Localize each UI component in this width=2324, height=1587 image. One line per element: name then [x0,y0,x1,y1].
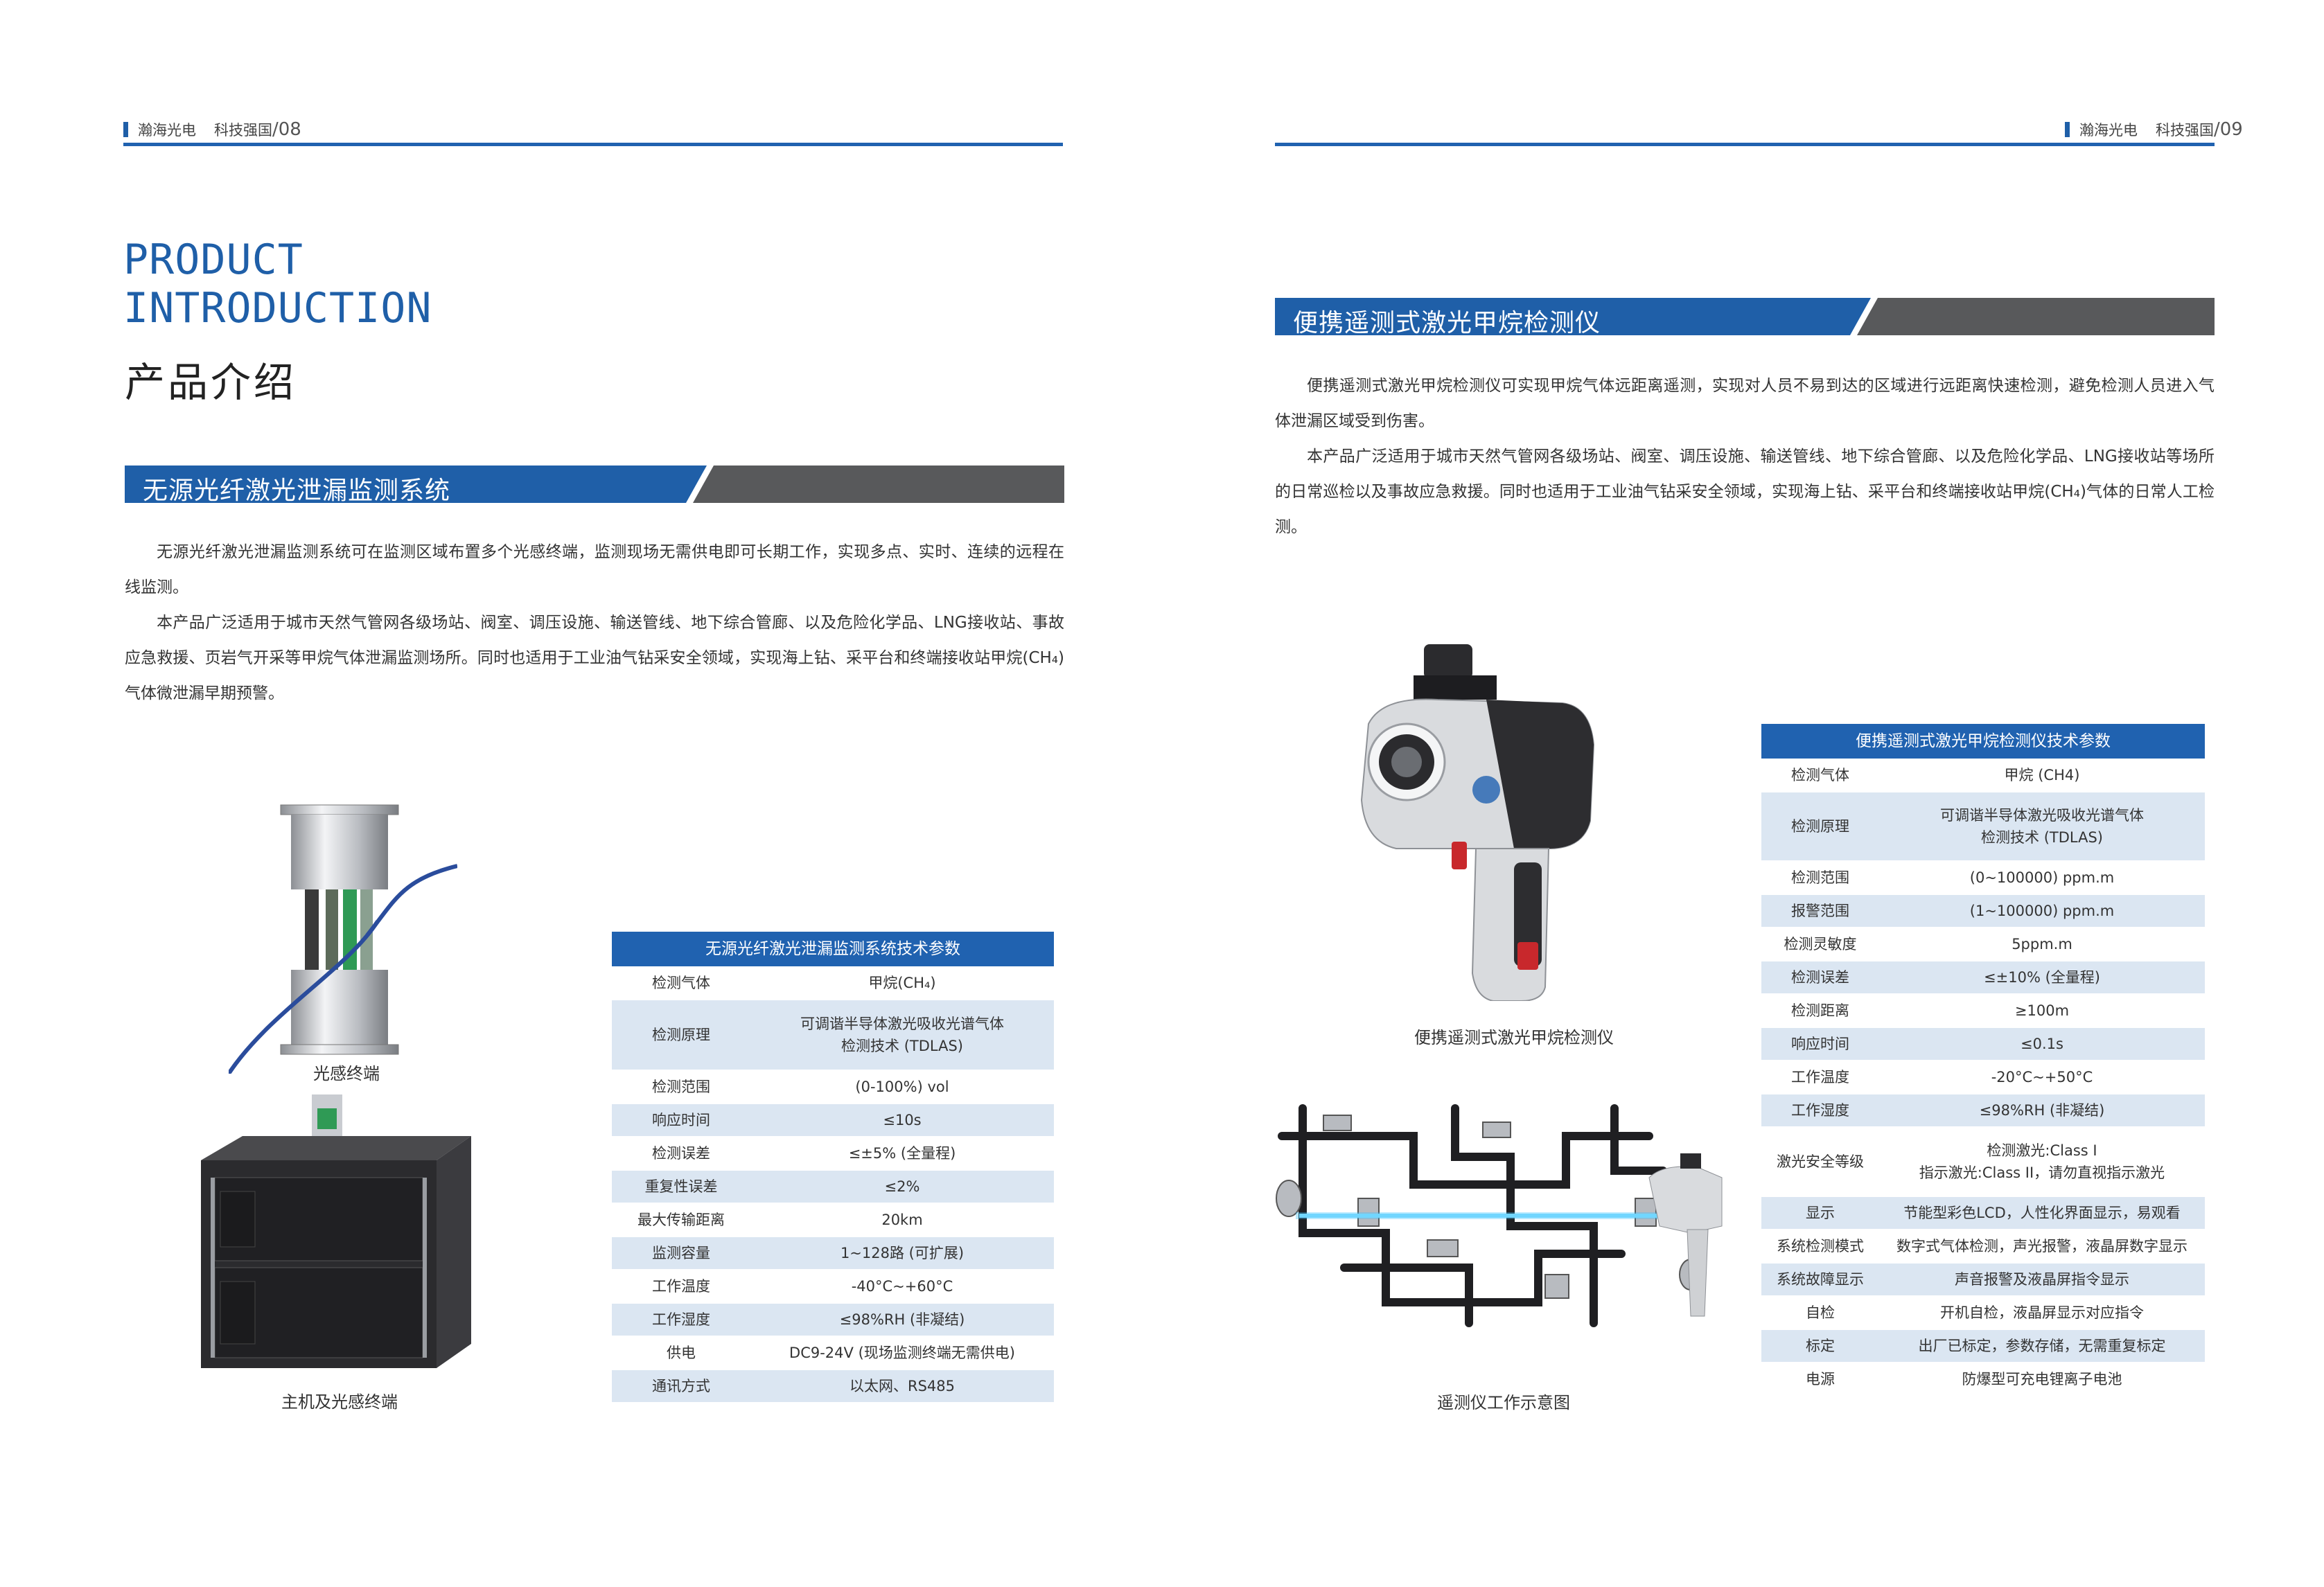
table-row: 报警范围(1~100000) ppm.m [1761,894,2205,928]
table-row: 检测气体甲烷 (CH4) [1761,759,2205,792]
table-row: 系统故障显示声音报警及液晶屏指令显示 [1761,1263,2205,1297]
header-brand: 瀚海光电 [138,122,196,139]
table-row: 重复性误差≤2% [612,1170,1054,1204]
section-title: 便携遥测式激光甲烷检测仪 [1293,309,1601,337]
right-running-header: 瀚海光电 科技强国 / 09 [2065,119,2243,140]
header-brand: 瀚海光电 [2079,122,2138,139]
table-row: 检测误差≤±10% (全量程) [1761,961,2205,995]
right-spec-table: 便携遥测式激光甲烷检测仪技术参数 检测气体甲烷 (CH4) 检测原理可调谐半导体… [1761,724,2205,1397]
table-row: 检测范围(0~100000) ppm.m [1761,861,2205,895]
section-banner: 便携遥测式激光甲烷检测仪 [1275,298,2215,337]
table-row: 激光安全等级检测激光:Class I 指示激光:Class II，请勿直视指示激… [1761,1127,2205,1197]
table-row: 标定出厂已标定，参数存储，无需重复标定 [1761,1329,2205,1363]
page-number: 09 [2219,119,2243,140]
table-row: 工作湿度≤98%RH (非凝结) [1761,1094,2205,1128]
header-slogan: 科技强国 [214,122,272,139]
table-row: 自检开机自检，液晶屏显示对应指令 [1761,1296,2205,1330]
section-title: 无源光纤激光泄漏监测系统 [143,477,451,505]
table-row: 通讯方式以太网、RS485 [612,1369,1054,1403]
header-slogan: 科技强国 [2156,122,2214,139]
table-title: 无源光纤激光泄漏监测系统技术参数 [612,932,1054,966]
sensor-terminal-illustration [229,804,457,1074]
table-row: 检测原理可调谐半导体激光吸收光谱气体 检测技术 (TDLAS) [1761,792,2205,862]
paragraph: 便携遥测式激光甲烷检测仪可实现甲烷气体远距离遥测，实现对人员不易到达的区域进行远… [1275,377,2215,430]
table-row: 响应时间≤10s [612,1103,1054,1137]
methane-detector-illustration [1360,644,1595,1001]
section-body: 便携遥测式激光甲烷检测仪可实现甲烷气体远距离遥测，实现对人员不易到达的区域进行远… [1275,369,2215,545]
table-row: 系统检测模式数字式气体检测，声光报警，液晶屏数字显示 [1761,1230,2205,1264]
table-row: 检测原理可调谐半导体激光吸收光谱气体 检测技术 (TDLAS) [612,1000,1054,1071]
table-row: 工作温度-20°C~+50°C [1761,1061,2205,1094]
table-row: 响应时间≤0.1s [1761,1027,2205,1061]
device-caption: 便携遥测式激光甲烷检测仪 [1414,1028,1614,1047]
table-row: 检测范围(0-100%) vol [612,1070,1054,1104]
sensor-caption: 光感终端 [313,1064,380,1083]
table-row: 显示节能型彩色LCD，人性化界面显示，易观看 [1761,1196,2205,1230]
table-row: 检测距离≥100m [1761,994,2205,1028]
page-title-cn: 产品介绍 [125,359,297,406]
header-mark [2065,122,2070,137]
table-row: 检测误差≤±5% (全量程) [612,1137,1054,1171]
page-title-en: PRODUCT INTRODUCTION [123,236,432,333]
pipeline-diagram-illustration [1276,1104,1723,1327]
diagram-caption: 遥测仪工作示意图 [1437,1393,1570,1412]
left-spec-table: 无源光纤激光泄漏监测系统技术参数 检测气体甲烷(CH₄) 检测原理可调谐半导体激… [612,932,1054,1403]
table-row: 工作湿度≤98%RH (非凝结) [612,1303,1054,1337]
paragraph: 无源光纤激光泄漏监测系统可在监测区域布置多个光感终端，监测现场无需供电即可长期工… [125,543,1064,596]
section-body: 无源光纤激光泄漏监测系统可在监测区域布置多个光感终端，监测现场无需供电即可长期工… [125,535,1064,711]
host-unit-illustration [201,1094,471,1368]
table-row: 工作温度-40°C~+60°C [612,1270,1054,1304]
header-rule [123,143,1063,146]
left-running-header: 瀚海光电 科技强国 / 08 [123,119,301,140]
page-number: 08 [278,119,301,140]
paragraph: 本产品广泛适用于城市天然气管网各级场站、阀室、调压设施、输送管线、地下综合管廊、… [125,614,1064,702]
header-mark [123,122,128,137]
host-caption: 主机及光感终端 [281,1392,398,1412]
section-banner: 无源光纤激光泄漏监测系统 [125,466,1064,505]
paragraph: 本产品广泛适用于城市天然气管网各级场站、阀室、调压设施、输送管线、地下综合管廊、… [1275,447,2215,536]
table-title: 便携遥测式激光甲烷检测仪技术参数 [1761,724,2205,759]
table-row: 电源防爆型可充电锂离子电池 [1761,1363,2205,1397]
header-rule [1275,143,2215,146]
table-row: 检测气体甲烷(CH₄) [612,966,1054,1000]
